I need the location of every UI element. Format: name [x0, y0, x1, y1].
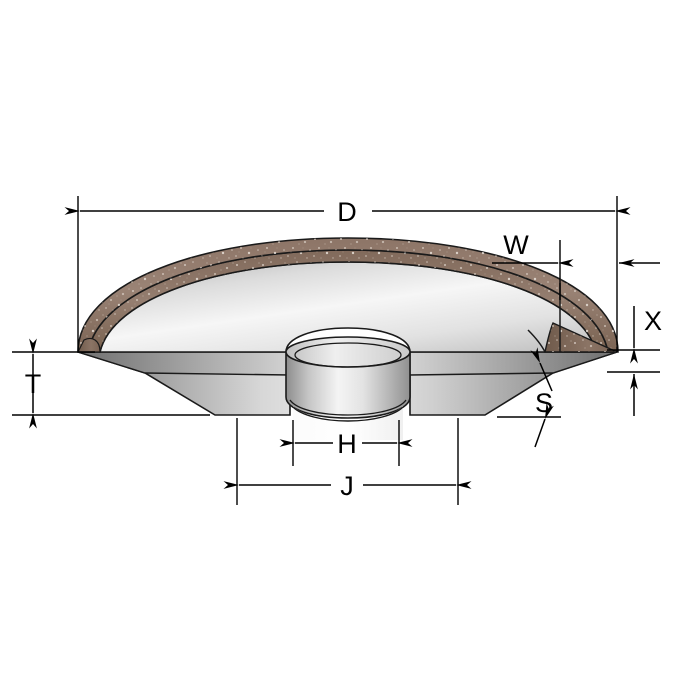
wheel-hub-bottom-lip: [289, 399, 407, 416]
dimension-annotations: D W X T S: [12, 196, 662, 505]
wheel-back-band-left: [77, 351, 291, 376]
dimension-J: J: [223, 418, 472, 505]
dimension-H: H: [279, 420, 413, 466]
dimension-label-T: T: [25, 369, 42, 399]
dimension-label-J: J: [340, 471, 354, 501]
abrasive-cut-face-left: [77, 337, 101, 353]
grinding-wheel-body: [77, 237, 619, 440]
dimension-T: T: [12, 338, 210, 429]
wheel-hub-top-lip: [294, 342, 402, 368]
dimension-D: D: [64, 196, 631, 352]
wheel-bore-edge: [292, 406, 404, 422]
dimension-S: S: [497, 347, 561, 448]
dimension-label-S: S: [535, 388, 553, 418]
dimension-S-leader-upper: [530, 347, 553, 392]
wheel-back-band-right: [409, 351, 618, 376]
abrasive-inner-band-texture: [88, 250, 608, 352]
wheel-centre-bore: [293, 406, 403, 440]
abrasive-cut-face-right-texture: [545, 323, 617, 352]
dimension-W: W: [492, 230, 660, 300]
dimension-label-W: W: [503, 230, 529, 260]
wheel-hub-barrel: [285, 351, 411, 419]
rim-section-inner-cut-line: [527, 329, 546, 353]
dimension-label-X: X: [644, 306, 662, 336]
dimension-S-leader-lower: [534, 403, 554, 448]
dimension-X: X: [607, 306, 662, 416]
dimension-label-H: H: [337, 429, 357, 459]
dimension-label-D: D: [337, 197, 357, 227]
